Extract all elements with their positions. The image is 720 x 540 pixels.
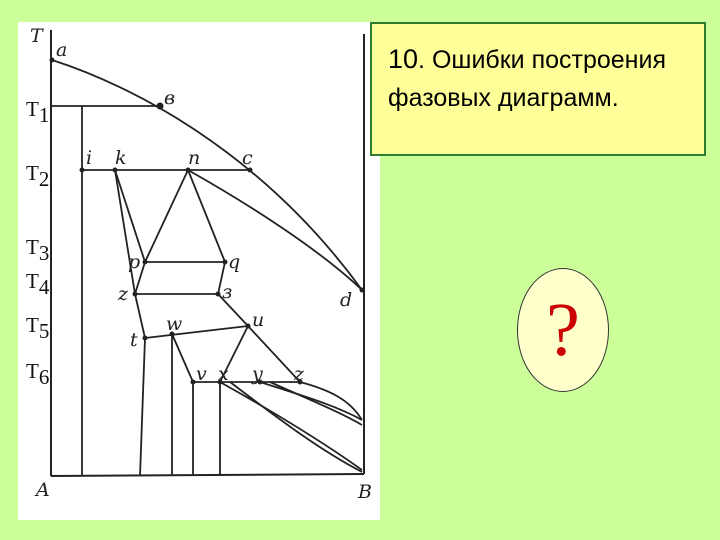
point-label-s: з: [222, 281, 232, 303]
lower-curve-3: [259, 381, 363, 421]
boundary-u-x: [219, 325, 249, 383]
boundary-w-v: [171, 333, 194, 383]
temp-label-t2: T2: [26, 161, 49, 191]
point-label-w: w: [166, 313, 182, 335]
lower-curve-4: [269, 381, 363, 426]
bottom-axis-line: [50, 473, 365, 477]
dot-d: [359, 287, 365, 293]
dot-n: [185, 167, 191, 173]
question-mark-oval: ?: [517, 268, 609, 392]
liquidus-curve: [51, 59, 363, 291]
dot-y: [257, 379, 263, 385]
boundary-n-q: [187, 169, 226, 263]
point-label-u: u: [252, 309, 264, 331]
boundary-s-u: [217, 293, 249, 327]
boundary-q-s: [217, 261, 226, 295]
axis-label-t: T: [30, 25, 44, 47]
point-label-n: n: [188, 147, 200, 169]
vertical-t: [139, 337, 146, 477]
dot-u: [245, 323, 251, 329]
boundary-n-p: [144, 169, 189, 263]
dot-i: [79, 167, 85, 173]
point-label-v: v: [196, 363, 207, 385]
boundary-k-p: [114, 169, 146, 263]
slide-number: 10: [388, 44, 419, 74]
dot-p: [142, 259, 148, 265]
dot-b: [156, 102, 164, 110]
dot-k: [112, 167, 118, 173]
dot-z-right: [297, 379, 303, 385]
boundary-u-z: [247, 325, 301, 383]
tie-line-t5: [144, 325, 249, 339]
point-label-b: в: [164, 87, 175, 109]
point-label-x: x: [218, 363, 229, 385]
solidus-curve: [187, 169, 363, 291]
point-dots: [49, 57, 365, 385]
point-label-a: a: [56, 39, 67, 61]
dot-t: [142, 335, 148, 341]
point-label-y: y: [251, 363, 263, 385]
diagram-paper: [18, 22, 380, 520]
lower-curve-5: [299, 381, 363, 421]
point-label-c: c: [242, 147, 253, 169]
boundary-z-t: [134, 293, 146, 339]
boundary-p-z: [134, 261, 146, 295]
axis-label-a: A: [34, 479, 50, 501]
point-label-z-right: z: [293, 363, 305, 385]
dot-x: [217, 379, 223, 385]
point-label-p: p: [128, 251, 140, 273]
axes: [50, 30, 365, 477]
dot-a: [49, 57, 55, 63]
temp-label-t1: T1: [26, 97, 49, 127]
slide-title-box: 10. Ошибки построения фазовых диаграмм.: [370, 22, 706, 156]
question-mark: ?: [546, 287, 580, 372]
temp-label-t6: T6: [26, 359, 49, 389]
point-label-z-left: z: [117, 283, 129, 305]
point-label-d: d: [340, 289, 352, 311]
temp-label-t4: T4: [26, 269, 50, 299]
lower-curve-2: [229, 381, 363, 473]
dot-w: [169, 331, 175, 337]
slide-title: . Ошибки построения фазовых диаграмм.: [388, 46, 666, 112]
dot-q: [222, 259, 228, 265]
point-label-q: q: [228, 251, 240, 273]
boundary-k-z: [114, 169, 136, 295]
lower-curve-1: [219, 381, 363, 471]
dot-c: [247, 167, 253, 173]
temp-label-t3: T3: [26, 235, 49, 265]
temp-label-t5: T5: [26, 313, 49, 343]
dot-z-left: [132, 291, 138, 297]
point-label-t: t: [130, 329, 138, 351]
dot-v: [190, 379, 196, 385]
point-label-i: i: [86, 147, 92, 169]
point-label-k: k: [115, 147, 127, 169]
dot-s: [215, 291, 221, 297]
axis-label-b: B: [357, 481, 372, 503]
